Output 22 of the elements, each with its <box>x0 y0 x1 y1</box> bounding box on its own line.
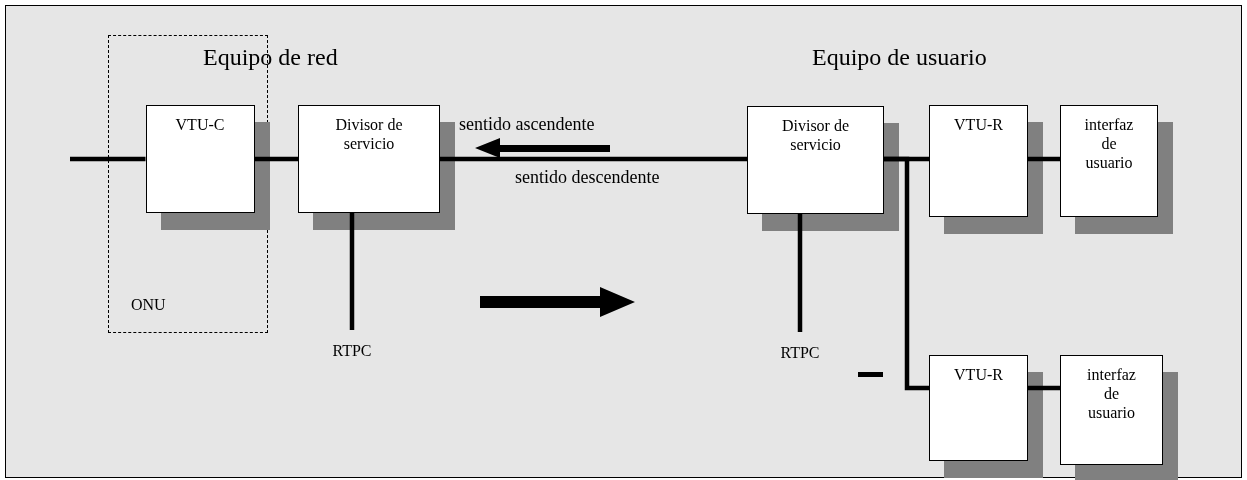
connector-line <box>1028 385 1060 391</box>
connector-line <box>1028 156 1060 162</box>
direction-label: sentido descendente <box>515 167 660 188</box>
group-heading: Equipo de red <box>203 44 338 71</box>
box-label: interfaz de usuario <box>1083 115 1135 172</box>
box-label: Divisor de servicio <box>334 115 404 153</box>
direction-label: sentido ascendente <box>459 114 595 135</box>
node-label: RTPC <box>780 344 820 362</box>
node-label: RTPC <box>332 342 372 360</box>
connector-line <box>440 156 747 162</box>
box-label: interfaz de usuario <box>1086 365 1137 422</box>
connector-line <box>797 214 803 332</box>
connector-line <box>349 213 355 330</box>
box-label: ONU <box>131 296 166 314</box>
box-label: VTU-R <box>954 115 1003 134</box>
box-label: Divisor de servicio <box>780 116 851 154</box>
connector-line <box>70 156 146 162</box>
box-label: VTU-C <box>175 114 225 134</box>
box-label: VTU-R <box>954 365 1003 384</box>
group-heading: Equipo de usuario <box>812 44 987 71</box>
connector-line <box>254 156 298 162</box>
connector-line <box>884 156 929 391</box>
